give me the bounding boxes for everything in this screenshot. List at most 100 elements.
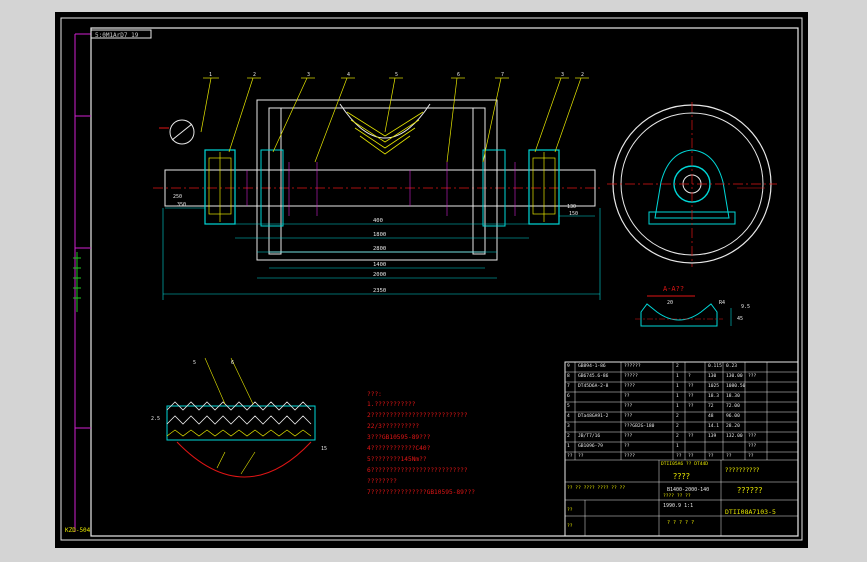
note-line: 7???????????????GB10595-89??? — [367, 489, 475, 496]
sign-row: ?? — [567, 524, 573, 529]
table-cell: 1 — [676, 444, 679, 449]
table-cell: ?? — [688, 384, 694, 389]
callout-2: 2 — [253, 72, 256, 78]
drawing-number: DTII08A7103-5 — [725, 508, 776, 516]
title-meta: DTII05A6 ?? DT44D — [661, 462, 709, 467]
detail-label-b: 6 — [231, 360, 234, 366]
stage-labels: ???? ?? ?? — [663, 494, 691, 499]
pulley-end-view — [607, 102, 777, 267]
dim-350: 350 — [177, 202, 186, 208]
table-cell: 132.00 — [726, 434, 743, 439]
table-cell: 8 — [567, 374, 570, 379]
table-cell: 7 — [567, 384, 570, 389]
callout-3: 3 — [307, 72, 310, 78]
table-cell: ?? — [726, 454, 732, 459]
table-cell: ?? — [688, 454, 694, 459]
table-cell: ??? — [624, 414, 633, 419]
table-cell: 18.3 — [708, 394, 720, 399]
callout-8: 3 — [561, 72, 564, 78]
frame-ticks — [74, 33, 91, 532]
table-cell: ?? — [688, 404, 694, 409]
table-cell: 1 — [567, 444, 570, 449]
note-line: ???????? — [367, 478, 397, 485]
note-line: 4????????????C40? — [367, 445, 431, 452]
table-cell: 2 — [676, 434, 679, 439]
shaft — [164, 169, 596, 207]
detail-dim-left: 2.5 — [151, 416, 160, 422]
table-cell: 2 — [676, 414, 679, 419]
herringbone-lagging — [346, 111, 424, 155]
bearing-housing — [654, 149, 730, 219]
note-line: 1.??????????? — [367, 401, 416, 408]
dim-2000: 2000 — [373, 272, 386, 278]
table-cell: 2 — [676, 364, 679, 369]
table-cell: 6 — [567, 394, 570, 399]
drum-shell — [256, 99, 498, 261]
left-scale-bar — [73, 252, 81, 312]
table-cell: 72 — [708, 404, 714, 409]
company-name: ?????????? — [725, 466, 760, 474]
section-dim-20: 20 — [667, 300, 673, 306]
inner-frame — [90, 27, 799, 537]
keyway-detail-circle — [169, 119, 195, 145]
pulley-side-view: 400 1800 2800 1400 2000 2350 250 350 130… — [153, 72, 601, 300]
lagging-section — [339, 103, 431, 139]
title-block — [564, 361, 799, 537]
table-cell: 72.00 — [726, 404, 740, 409]
dim-2800: 2800 — [373, 246, 386, 252]
detail-label-a: 5 — [193, 360, 196, 366]
table-cell: ?? — [624, 394, 630, 399]
note-line: ???: — [367, 391, 382, 398]
corner-tag-bottom: KZD-504 — [65, 527, 91, 534]
dim-1400: 1400 — [373, 262, 386, 268]
dim-1800: 1800 — [373, 232, 386, 238]
table-cell: 48 — [708, 414, 714, 419]
dim-2350: 2350 — [373, 288, 386, 294]
drawing-name: ???? — [673, 472, 690, 481]
dim-130: 130 — [567, 204, 576, 210]
table-cell: 14.1 — [708, 424, 720, 429]
table-header-row: ?????????????????? — [565, 454, 798, 464]
table-cell: 0.115 — [708, 364, 722, 369]
leader-lines — [200, 77, 589, 163]
table-cell: ?? — [688, 434, 694, 439]
callout-4: 4 — [347, 72, 350, 78]
callout-9: 2 — [581, 72, 584, 78]
table-cell: ??? — [624, 404, 633, 409]
technical-notes: ???: 1.??????????? 2????????????????????… — [367, 391, 475, 496]
detail-dim-right: 15 — [321, 446, 327, 452]
end-disc-left — [268, 107, 282, 255]
hub-right — [482, 149, 506, 227]
table-cell: ??? — [748, 434, 757, 439]
table-cell: ???GB2G-180 — [624, 424, 655, 429]
section-dim-45: 45 — [737, 316, 743, 322]
table-cell: 2 — [676, 424, 679, 429]
table-cell: ?? — [578, 454, 584, 459]
table-cell: 1025 — [708, 384, 720, 389]
table-cell: ??? — [748, 374, 757, 379]
table-cell: 130.00 — [726, 374, 743, 379]
section-dim-r4: R4 — [719, 300, 725, 306]
table-cell: 1 — [676, 404, 679, 409]
table-cell: GB1096-79 — [578, 444, 603, 449]
section-label: A-A?? — [663, 285, 684, 293]
drawing-sheet: 5:0M1ArD7 19 KZD-504 — [55, 12, 808, 548]
table-cell: ??? — [748, 444, 757, 449]
table-cell: 5 — [567, 404, 570, 409]
sheet-info: ? ? ? ? ? — [667, 520, 695, 526]
callout-7: 7 — [501, 72, 504, 78]
lagging-detail: 5 6 2.5 15 — [151, 357, 327, 478]
section-dim-9-5: 9.5 — [741, 304, 750, 310]
note-line: 5????????145Nm?? — [367, 456, 427, 463]
table-cell: DT45D6A-2-8 — [578, 384, 609, 389]
table-cell: ?? — [748, 454, 754, 459]
table-cell: 9 — [567, 364, 570, 369]
callout-6: 6 — [457, 72, 460, 78]
sign-row: ?? ?? ???? ???? ?? ?? — [567, 486, 626, 491]
